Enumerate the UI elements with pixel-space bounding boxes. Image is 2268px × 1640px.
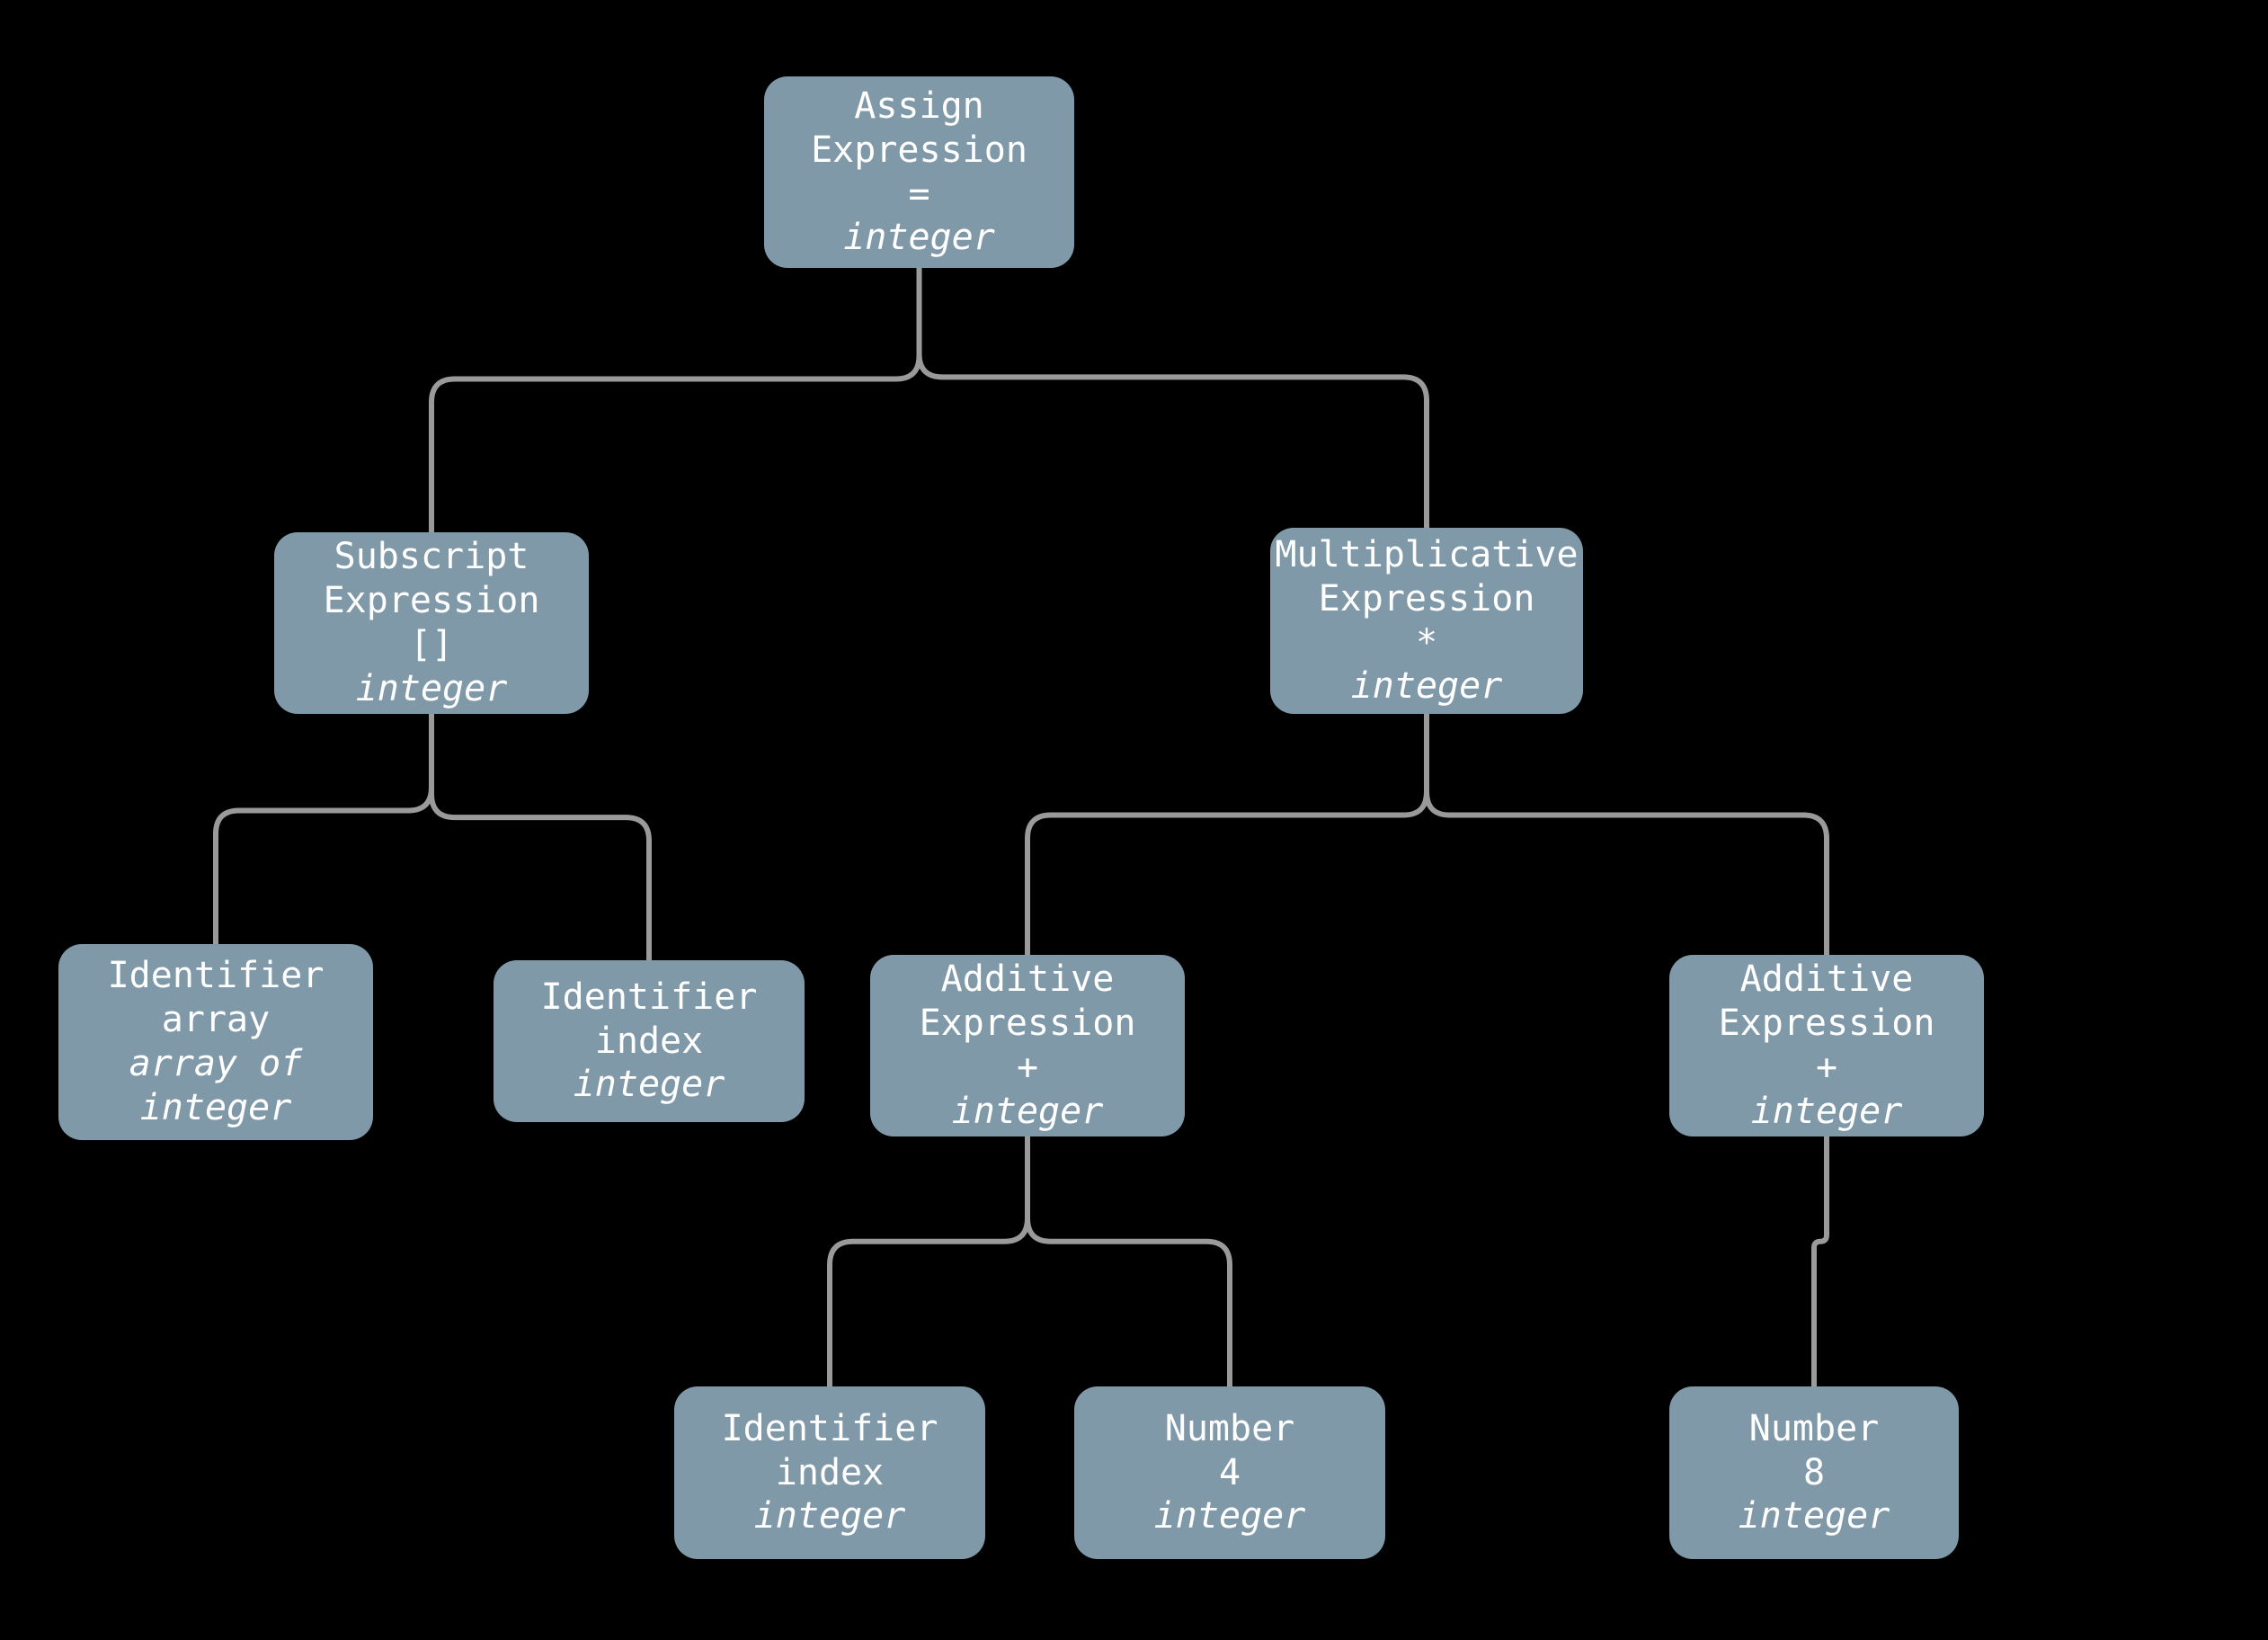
edge-additive-right-to-number8 (1811, 1136, 1829, 1386)
node-label-line: Expression (323, 580, 540, 622)
node-label-line: Expression (1318, 577, 1535, 619)
node-label-line: Number (1748, 1407, 1880, 1449)
node-label-line: 8 (1802, 1451, 1826, 1493)
node-type-annotation: integer (355, 667, 508, 709)
node-label-line: Additive (940, 958, 1115, 1001)
node-type-annotation: integer (139, 1086, 292, 1128)
edge-additive-left-to-index (827, 1136, 1030, 1386)
node-type-annotation: array of (129, 1043, 303, 1084)
node-label-line: Identifier (540, 976, 758, 1018)
edge-mult-to-additive-right (1424, 714, 1829, 955)
node-type-annotation: integer (1350, 665, 1503, 708)
node-type-annotation: integer (951, 1090, 1104, 1132)
node-label-line: 4 (1218, 1451, 1241, 1493)
node-label-line: array (161, 999, 271, 1041)
edge-additive-left-to-number4 (1025, 1136, 1232, 1386)
edge-subscript-to-array (213, 714, 434, 944)
node-label-line: Additive (1739, 958, 1914, 1001)
node-type-annotation: integer (843, 217, 995, 259)
edge-subscript-to-index (429, 714, 652, 960)
node-label-line: index (594, 1020, 704, 1062)
node-label-line: + (1016, 1047, 1039, 1088)
node-label-line: Expression (811, 129, 1027, 171)
node-type-annotation: integer (1738, 1495, 1890, 1538)
node-label-line: Identifier (107, 955, 325, 997)
node-type-annotation: integer (1750, 1090, 1903, 1132)
edge-assign-to-multiplicative (916, 268, 1429, 528)
node-label-line: Number (1164, 1407, 1295, 1449)
node-label-line: Subscript (334, 536, 529, 578)
node-label-line: * (1415, 621, 1438, 664)
node-label-line: [] (409, 624, 454, 665)
node-label-line: Assign (854, 85, 984, 127)
node-label-line: + (1815, 1047, 1838, 1088)
node-type-annotation: integer (573, 1064, 725, 1106)
node-type-annotation: integer (753, 1495, 906, 1538)
edge-mult-to-additive-left (1025, 714, 1429, 955)
node-label-line: Multiplicative (1275, 533, 1579, 575)
node-label-line: Identifier (721, 1407, 938, 1449)
node-label-line: index (775, 1451, 885, 1493)
node-label-line: = (908, 173, 930, 215)
node-label-line: Expression (1718, 1003, 1935, 1045)
edge-assign-to-subscript (429, 268, 922, 532)
node-type-annotation: integer (1153, 1495, 1306, 1538)
node-label-line: Expression (919, 1003, 1136, 1045)
